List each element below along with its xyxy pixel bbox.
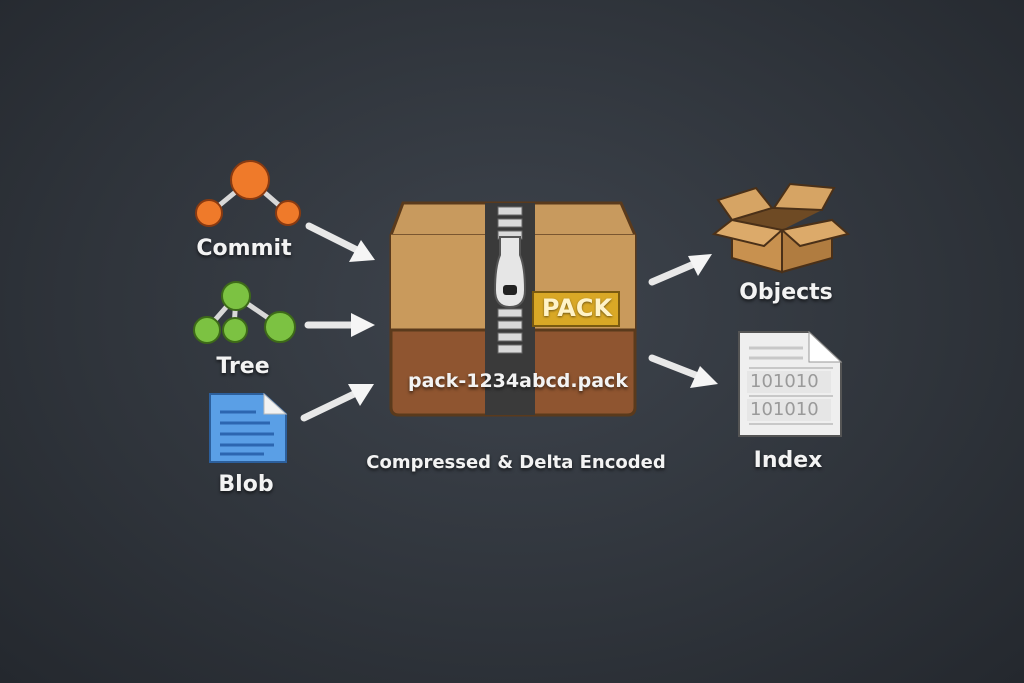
pack-caption: Compressed & Delta Encoded xyxy=(366,452,666,473)
index-line-1: 101010 xyxy=(750,371,819,392)
arrow-blob-to-pack xyxy=(300,384,374,422)
tree-graph-icon xyxy=(193,281,296,344)
index-file-icon xyxy=(738,330,843,437)
tree-label: Tree xyxy=(216,354,270,379)
commit-label: Commit xyxy=(196,236,292,261)
objects-label: Objects xyxy=(739,280,833,305)
arrow-commit-to-pack xyxy=(305,222,375,262)
blob-document-icon xyxy=(209,392,288,463)
pack-archive-icon xyxy=(389,201,637,417)
blob-label: Blob xyxy=(218,472,274,497)
commit-graph-icon xyxy=(195,160,301,227)
arrow-pack-to-objects xyxy=(648,254,712,286)
index-label: Index xyxy=(753,448,823,473)
pack-filename: pack-1234abcd.pack xyxy=(408,370,628,392)
arrow-pack-to-index xyxy=(648,354,718,388)
pack-badge: PACK xyxy=(541,294,613,322)
index-line-2: 101010 xyxy=(750,399,819,420)
arrow-tree-to-pack xyxy=(304,313,375,337)
open-box-icon xyxy=(711,182,851,274)
